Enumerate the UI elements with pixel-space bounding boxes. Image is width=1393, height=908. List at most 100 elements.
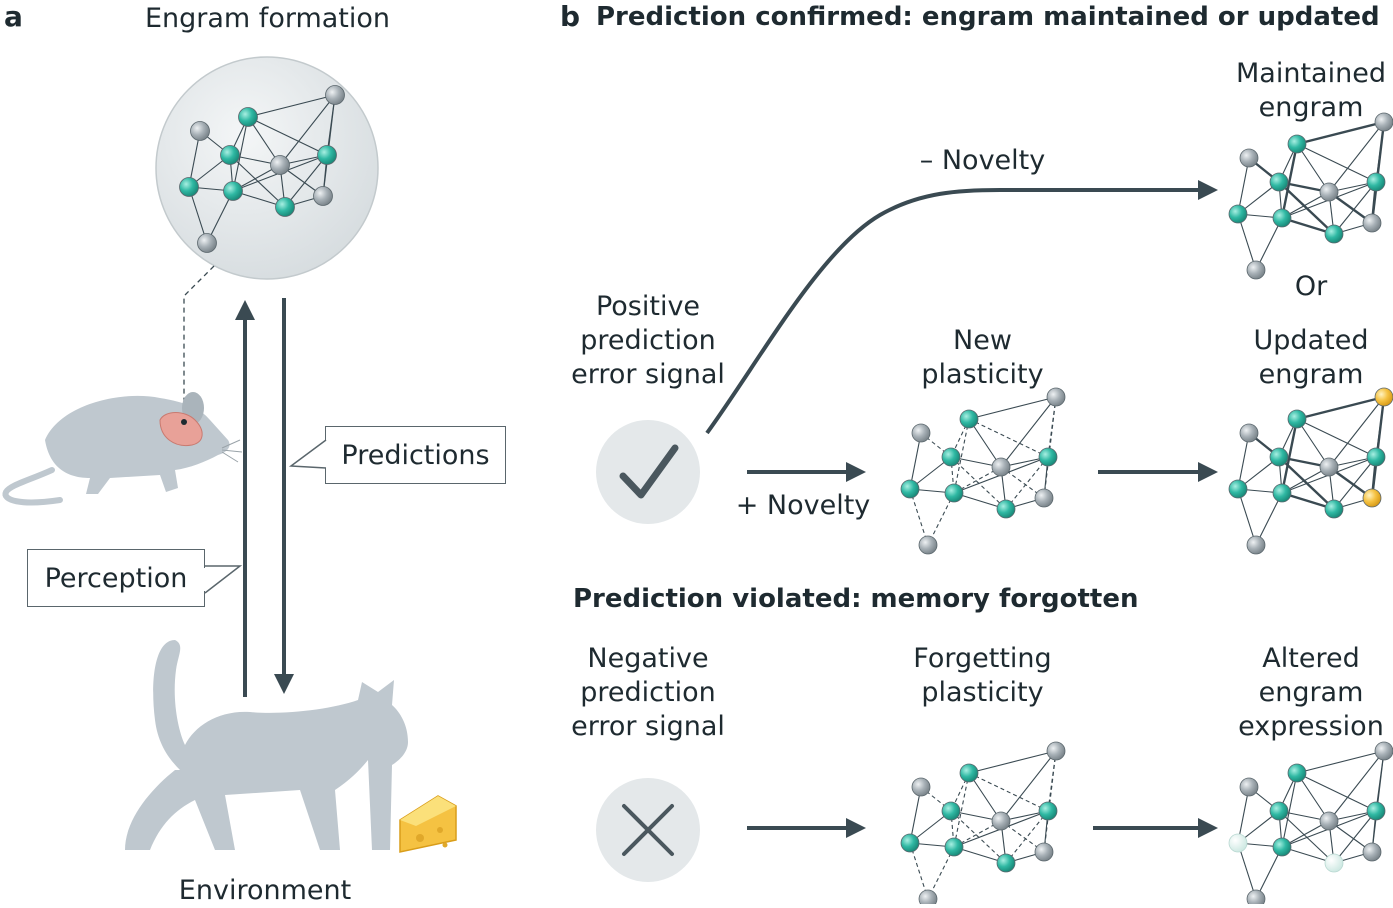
panel-a-letter: a xyxy=(4,0,23,33)
positive-signal-label: Positive prediction error signal xyxy=(571,291,725,390)
network-edge xyxy=(1328,396,1385,468)
neuron-node xyxy=(900,479,920,499)
network-edge xyxy=(968,396,1057,420)
perception-callout: Perception xyxy=(27,549,205,607)
neuron-node xyxy=(1324,853,1344,873)
confirmed-heading: Prediction confirmed: engram maintained … xyxy=(596,2,1380,32)
network-edge xyxy=(950,456,1007,510)
neuron-node xyxy=(944,483,964,503)
network-edge xyxy=(1296,395,1385,421)
neuron-node xyxy=(1287,763,1307,783)
network-edge xyxy=(968,772,1049,812)
network-edge xyxy=(1278,456,1335,510)
network-edge xyxy=(1296,418,1330,468)
neuron-node xyxy=(238,107,258,127)
neuron-node xyxy=(959,409,979,429)
network-edge xyxy=(1296,772,1330,822)
neuron-node xyxy=(1362,842,1382,862)
network-edge xyxy=(1296,418,1377,458)
neuron-node xyxy=(1038,801,1058,821)
network-edge xyxy=(1278,181,1335,235)
check-circle xyxy=(596,420,700,524)
neuron-node xyxy=(1246,889,1266,904)
network-edge xyxy=(1237,157,1250,215)
cross-icon xyxy=(622,804,674,856)
violated-heading: Prediction violated: memory forgotten xyxy=(573,584,1139,614)
network-edge xyxy=(1237,488,1257,546)
negative-signal-label: Negative prediction error signal xyxy=(571,643,725,742)
neuron-node xyxy=(918,535,938,555)
maintained-engram-label: Maintained engram xyxy=(1236,58,1386,123)
network-edge xyxy=(1328,121,1385,193)
neuron-node xyxy=(1287,134,1307,154)
neuron-node xyxy=(1269,801,1289,821)
neuron-node xyxy=(197,233,217,253)
network-edge xyxy=(1280,418,1299,494)
engram-sphere xyxy=(155,56,379,280)
network-edge xyxy=(1333,181,1377,235)
neuron-node xyxy=(325,85,345,105)
neuron-node xyxy=(1319,457,1339,477)
neuron-node xyxy=(1269,447,1289,467)
network-edge xyxy=(1255,217,1283,271)
neuron-node xyxy=(944,837,964,857)
neuron-node xyxy=(1362,488,1382,508)
check-icon xyxy=(619,444,679,499)
network-edge xyxy=(968,750,1057,774)
neuron-node xyxy=(941,447,961,467)
updated-engram-label: Updated engram xyxy=(1253,325,1369,390)
neuron-node xyxy=(959,763,979,783)
network-edge xyxy=(1000,750,1057,822)
neuron-node xyxy=(1239,148,1259,168)
neuron-node xyxy=(223,181,243,201)
forgetting-plasticity-network xyxy=(900,741,1066,904)
network-edge xyxy=(909,432,922,490)
network-edge xyxy=(232,116,249,192)
network-edge xyxy=(927,492,955,546)
neuron-node xyxy=(317,145,337,165)
network-edge xyxy=(1255,492,1283,546)
neuron-node xyxy=(1287,409,1307,429)
network-edge xyxy=(1296,750,1385,774)
neuron-node xyxy=(941,801,961,821)
network-edge xyxy=(927,846,955,900)
predictions-label: Predictions xyxy=(341,439,490,471)
neuron-node xyxy=(1272,208,1292,228)
neuron-node xyxy=(1366,801,1386,821)
neuron-node xyxy=(1374,112,1393,132)
neuron-node xyxy=(190,121,210,141)
network-edge xyxy=(968,418,1002,468)
network-edge xyxy=(909,842,929,900)
network-edge xyxy=(950,810,1007,864)
minus-novelty-arrow xyxy=(705,180,1218,435)
network-edge xyxy=(1237,786,1250,844)
engram-formation-title: Engram formation xyxy=(144,3,391,34)
neuron-node xyxy=(1239,423,1259,443)
neuron-node xyxy=(179,177,199,197)
neuron-node xyxy=(313,186,333,206)
neuron-node xyxy=(1228,833,1248,853)
altered-engram-network xyxy=(1228,741,1393,904)
neuron-node xyxy=(1324,224,1344,244)
network-edge xyxy=(953,772,970,848)
neuron-node xyxy=(1362,213,1382,233)
neuron-node xyxy=(1246,260,1266,280)
neuron-node xyxy=(1239,777,1259,797)
network-edge xyxy=(1333,810,1377,864)
network-edge xyxy=(1237,432,1250,490)
network-edge xyxy=(968,772,1002,822)
network-edge xyxy=(1280,143,1299,219)
neuron-node xyxy=(1366,172,1386,192)
brain-connector xyxy=(183,265,215,415)
network-edge xyxy=(1296,143,1330,193)
neuron-node xyxy=(996,853,1016,873)
or-label: Or xyxy=(1294,271,1328,302)
neuron-node xyxy=(275,197,295,217)
neuron-node xyxy=(1034,842,1054,862)
network-edge xyxy=(247,94,336,118)
network-edge xyxy=(909,786,922,844)
neuron-node xyxy=(900,833,920,853)
new-plasticity-label: New plasticity xyxy=(921,325,1044,390)
network-edge xyxy=(909,488,929,546)
neuron-node xyxy=(1046,387,1066,407)
